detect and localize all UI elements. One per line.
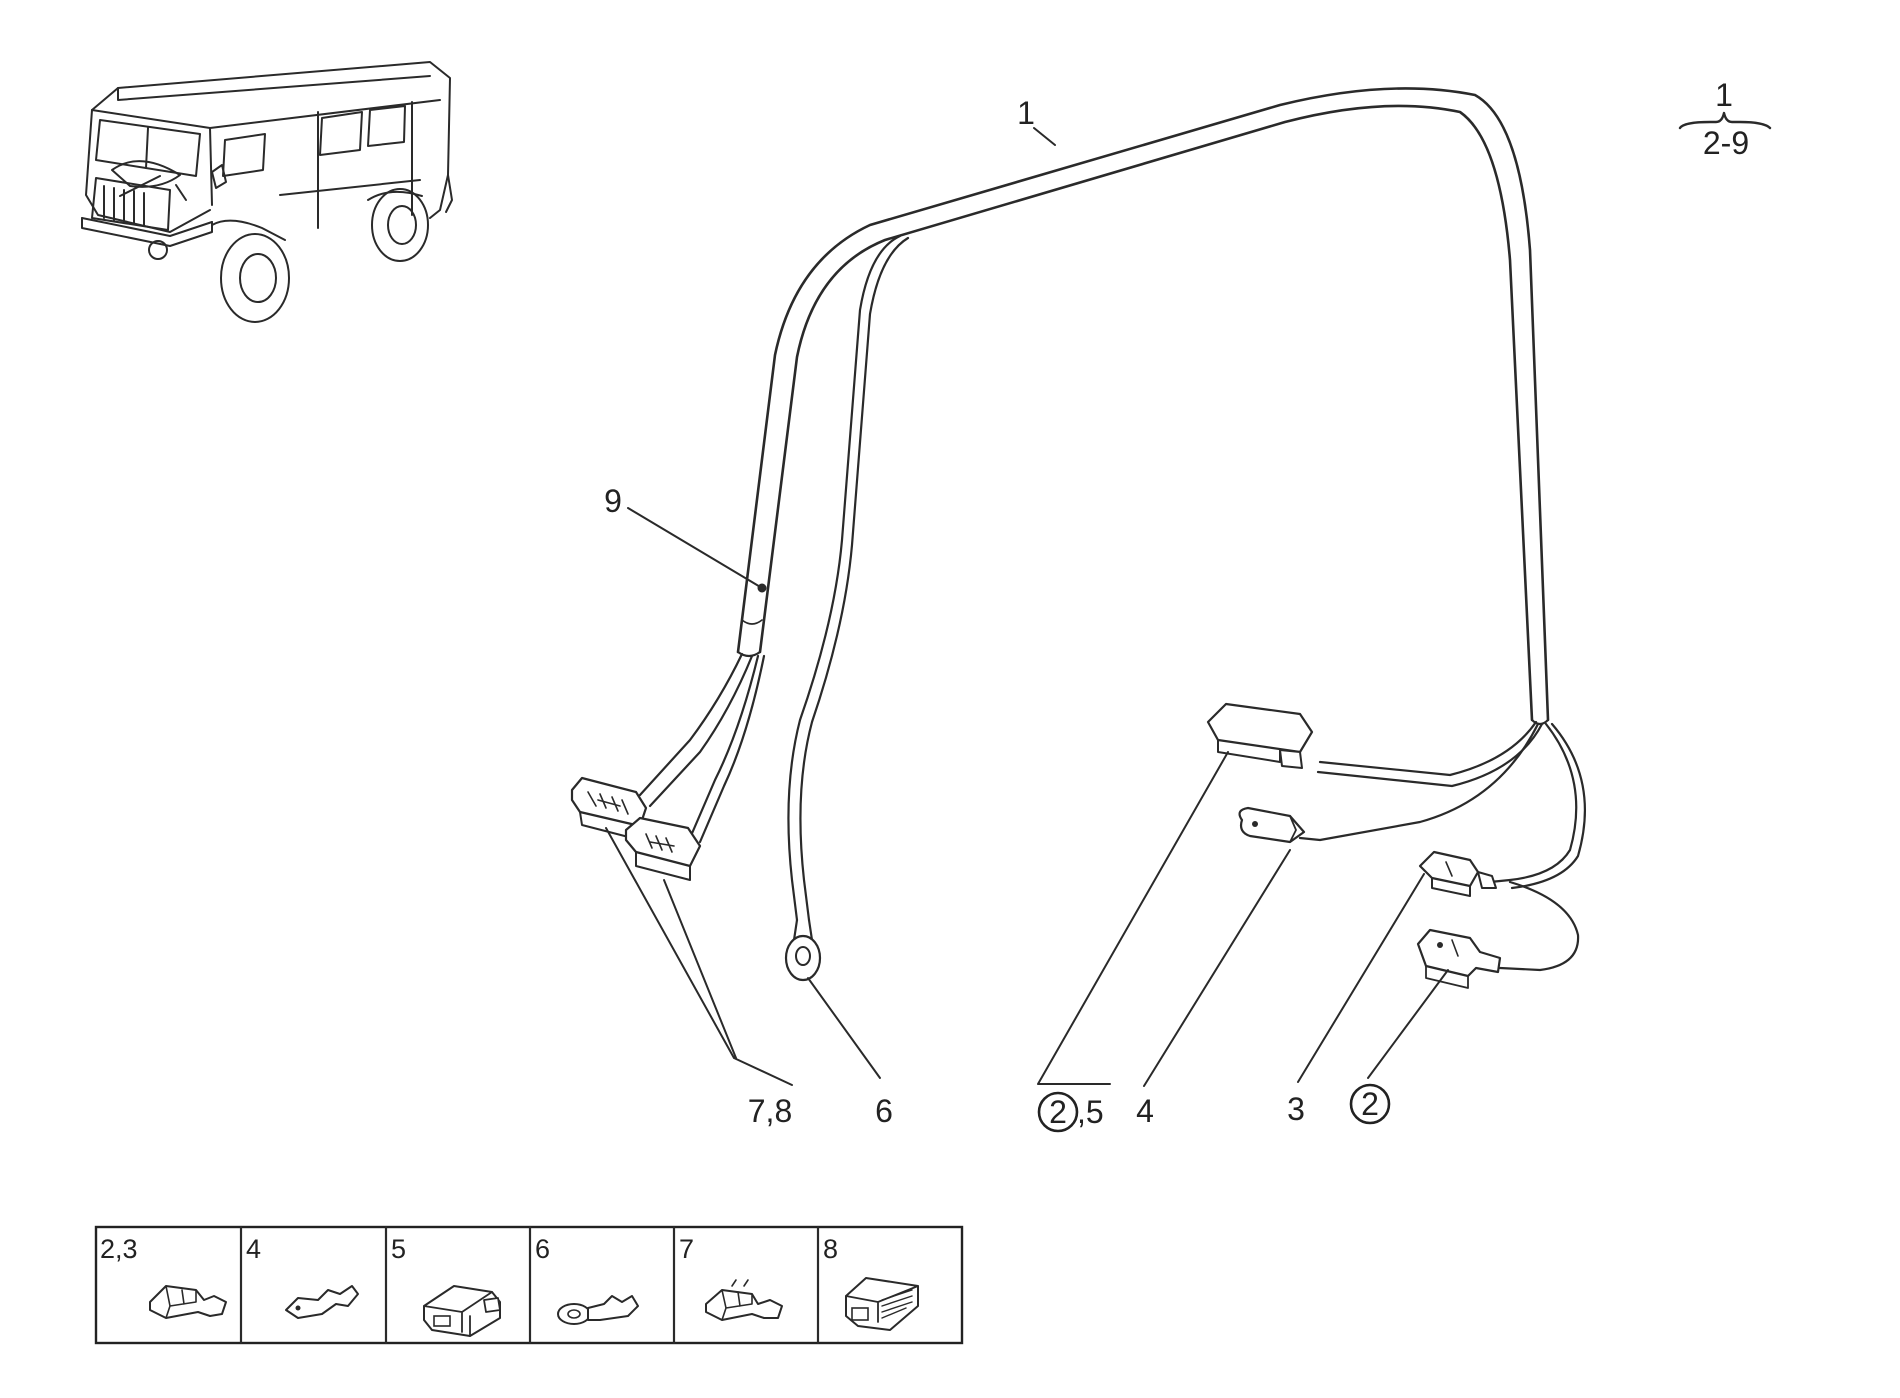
connector-7 <box>570 776 648 841</box>
flat-male-terminal-icon <box>285 1285 359 1319</box>
callout-5: ,5 <box>1077 1094 1104 1130</box>
wires-right-branch <box>1298 720 1587 972</box>
assembly-top-label: 1 <box>1715 77 1733 113</box>
parts-legend-table: 2,3 4 5 6 7 8 <box>94 1225 964 1345</box>
flat-female-terminal-icon <box>705 1279 783 1321</box>
connector-5-housing <box>1206 702 1314 769</box>
wires-7-8 <box>638 652 766 844</box>
assembly-range-label: 2-9 <box>1703 125 1749 161</box>
callout-1: 1 <box>1017 95 1035 131</box>
leader-lines <box>605 127 1449 1087</box>
callout-2-circled-a: 2 <box>1049 1094 1067 1130</box>
legend-label-4: 4 <box>246 1234 261 1264</box>
callout-4: 4 <box>1136 1093 1154 1129</box>
legend-label-2-3: 2,3 <box>100 1234 138 1264</box>
connector-housing-icon <box>423 1285 501 1337</box>
terminal-4 <box>1238 806 1306 844</box>
legend-label-8: 8 <box>823 1234 838 1264</box>
legend-label-5: 5 <box>391 1234 406 1264</box>
callout-3: 3 <box>1287 1091 1305 1127</box>
flat-female-terminal-icon <box>149 1285 227 1319</box>
terminal-3 <box>1418 850 1497 897</box>
harness-main-sheath <box>736 87 1550 726</box>
angled-connector-housing-icon <box>845 1277 919 1331</box>
ring-terminal-icon <box>557 1295 639 1325</box>
callout-9: 9 <box>604 483 622 519</box>
callout-6: 6 <box>875 1093 893 1129</box>
assembly-range-bracket: 1 2-9 <box>1678 77 1772 161</box>
callout-2-circle <box>1037 1091 1079 1133</box>
vehicle-thumbnail <box>81 61 453 323</box>
callout-labels: 1 9 7,8 6 2 ,5 4 3 2 <box>604 95 1391 1133</box>
callout-7-8: 7,8 <box>748 1093 792 1129</box>
legend-label-7: 7 <box>679 1234 694 1264</box>
connector-8 <box>624 816 702 881</box>
terminal-2 <box>1416 928 1502 989</box>
legend-label-6: 6 <box>535 1234 550 1264</box>
callout-2-circle-b <box>1349 1083 1391 1125</box>
callout-2-circled-b: 2 <box>1361 1086 1379 1122</box>
wire-6 <box>784 234 910 982</box>
